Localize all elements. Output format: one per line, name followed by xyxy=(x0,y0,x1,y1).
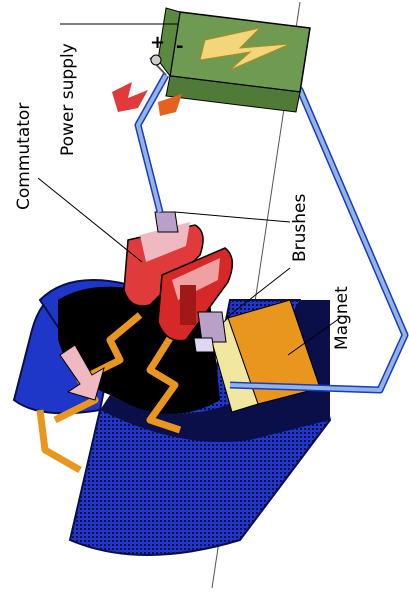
label-commutator: Commutator xyxy=(16,103,33,210)
positive-terminal: + xyxy=(150,32,165,53)
negative-terminal: - xyxy=(176,36,183,57)
label-power-supply: Power supply xyxy=(60,43,77,156)
label-brushes: Brushes xyxy=(292,194,309,262)
label-magnet: Magnet xyxy=(334,286,351,350)
